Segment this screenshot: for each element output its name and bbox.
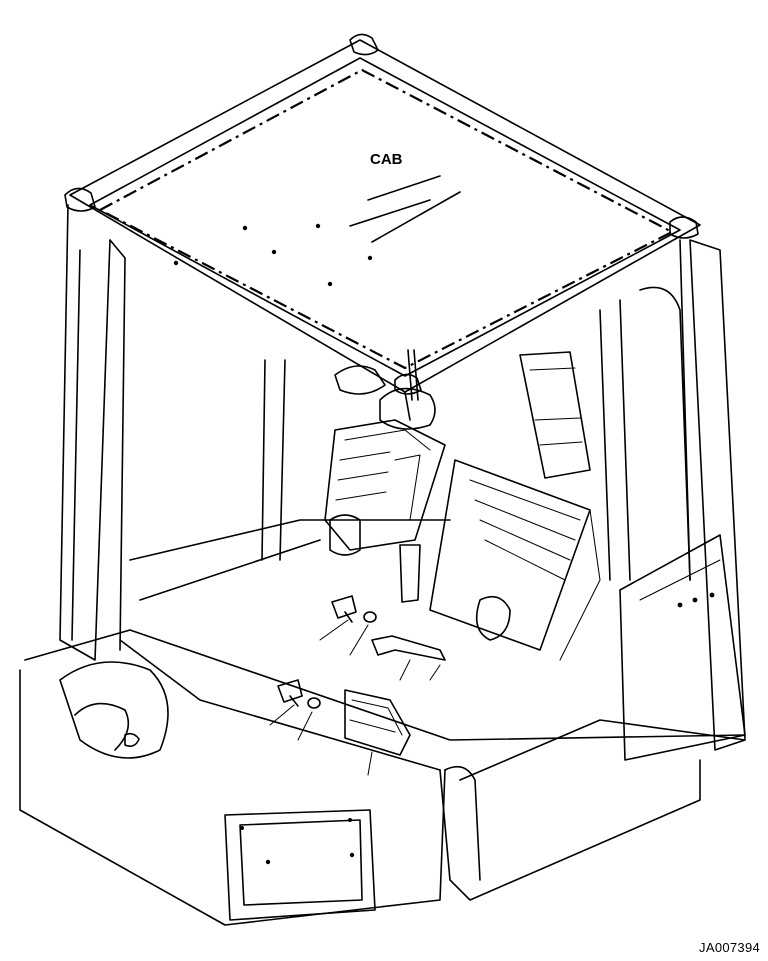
bracket-wire (371, 635, 446, 681)
bolt-upper (319, 595, 357, 641)
control-lever (334, 349, 436, 430)
bolt-lower (269, 679, 303, 726)
monitor-unit (344, 689, 411, 776)
cab-pillars (59, 204, 746, 751)
washer-lower (297, 697, 321, 741)
rear-bracket (519, 351, 591, 479)
drawing-id: JA007394 (699, 940, 760, 955)
cab-roof (64, 33, 701, 395)
cab-floor (19, 519, 746, 926)
roof-bolt-holes (173, 223, 373, 287)
cab-label: CAB (370, 151, 403, 168)
washer-upper (349, 611, 377, 656)
right-side-panel (619, 534, 746, 761)
relay-board (429, 459, 601, 661)
controller-box (324, 419, 446, 603)
